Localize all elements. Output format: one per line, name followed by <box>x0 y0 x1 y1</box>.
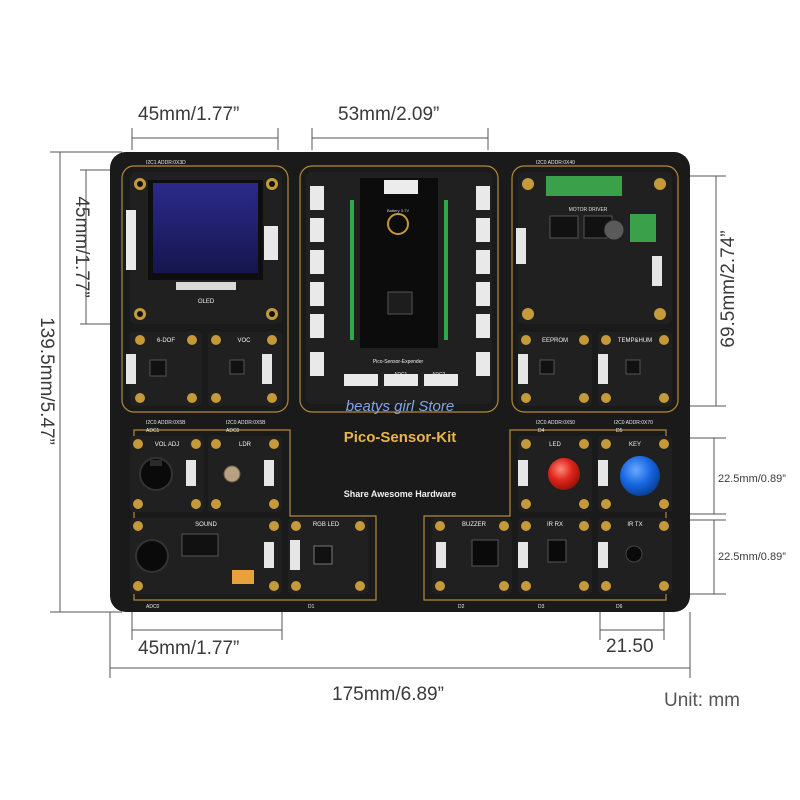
vol-adj-module <box>130 436 204 512</box>
port-label: ADC2 <box>432 372 446 378</box>
dim-top-center-width: 53mm/2.09” <box>338 104 440 125</box>
port-label: D1 <box>308 604 315 610</box>
port-label: ADC1 <box>394 372 408 378</box>
six-dof-module <box>126 332 202 406</box>
dim-right-height: 69.5mm/2.74” <box>718 230 739 348</box>
led-module <box>518 436 592 512</box>
port-label: D5 <box>616 428 623 434</box>
port-label: ADC1 <box>146 428 160 434</box>
module-label-led: LED <box>549 442 561 448</box>
buzzer-module <box>432 518 512 594</box>
ir-rx-module <box>518 518 592 594</box>
addr-label: I2C0 ADDR:0X5B <box>226 420 266 426</box>
addr-label: I2C1 ADDR:0X3D <box>146 160 186 166</box>
dimension-lines <box>50 128 726 678</box>
board-title: Pico-Sensor-Kit <box>344 429 457 446</box>
dim-bottom-right-offset: 21.50 <box>606 636 654 657</box>
module-label-sound: SOUND <box>195 522 217 528</box>
addr-label: I2C0 ADDR:0X40 <box>536 160 575 166</box>
oled-module <box>126 172 282 324</box>
port-label: D3 <box>538 604 545 610</box>
module-label-rgb: RGB LED <box>313 522 340 528</box>
port-label: ADC0 <box>146 604 160 610</box>
expander-module <box>306 172 492 404</box>
dim-left-module-height: 45mm/1.77” <box>71 196 92 298</box>
temp-hum-module <box>598 332 672 406</box>
module-label-buzzer: BUZZER <box>462 522 487 528</box>
voc-module <box>208 332 282 406</box>
motor-driver-module <box>516 172 672 324</box>
addr-label: I2C0 ADDR:0X5B <box>146 420 186 426</box>
port-label: D6 <box>616 604 623 610</box>
addr-label: I2C0 ADDR:0X70 <box>614 420 653 426</box>
module-label-oled: OLED <box>198 299 215 305</box>
key-module <box>598 436 672 512</box>
ir-tx-module <box>598 518 672 594</box>
dim-top-left-width: 45mm/1.77” <box>138 104 240 125</box>
module-label-voladj: VOL ADJ <box>155 442 179 448</box>
module-label-voc: VOC <box>237 338 251 344</box>
pcb-board: Pico-Sensor-Kit Share Awesome Hardware b… <box>110 152 690 612</box>
module-label-temphum: TEMP&HUM <box>618 338 652 344</box>
watermark: beatys girl Store <box>346 398 454 415</box>
motor-label: MOTOR DRIVER <box>569 207 608 213</box>
module-label-6dof: 6-DOF <box>157 338 175 344</box>
module-label-key: KEY <box>629 442 641 448</box>
module-label-irtx: IR TX <box>627 522 642 528</box>
port-label: D4 <box>538 428 545 434</box>
ldr-module <box>208 436 282 512</box>
board-subtitle: Share Awesome Hardware <box>344 489 457 499</box>
module-label-irrx: IR RX <box>547 522 563 528</box>
eeprom-module <box>518 332 592 406</box>
addr-label: I2C0 ADDR:0X50 <box>536 420 575 426</box>
unit-label: Unit: mm <box>664 690 740 711</box>
rgb-led-module <box>288 518 368 594</box>
port-label: D2 <box>458 604 465 610</box>
dim-total-height: 139.5mm/5.47” <box>36 317 57 445</box>
sound-module <box>130 518 282 594</box>
module-label-eeprom: EEPROM <box>542 338 568 344</box>
dim-small-module-height-1: 22.5mm/0.89” <box>718 473 786 485</box>
module-label-ldr: LDR <box>239 442 252 448</box>
dim-total-width: 175mm/6.89” <box>332 684 444 705</box>
battery-label: Battery 3.7V <box>387 208 409 213</box>
port-label: ADC0 <box>226 428 240 434</box>
dim-small-module-height-2: 22.5mm/0.89” <box>718 551 786 563</box>
dim-bottom-left-width: 45mm/1.77” <box>138 638 240 659</box>
expander-label: Pico-Sensor-Expender <box>373 359 424 365</box>
